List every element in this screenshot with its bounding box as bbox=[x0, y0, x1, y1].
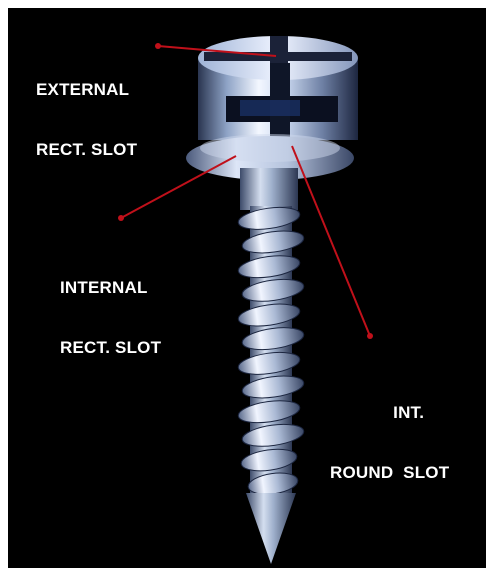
screw-threads bbox=[237, 204, 305, 497]
label-external-line1: EXTERNAL bbox=[36, 80, 137, 100]
pointer-internal bbox=[121, 156, 236, 218]
image-frame: EXTERNAL RECT. SLOT INTERNAL RECT. SLOT … bbox=[8, 8, 486, 568]
screw-tip bbox=[246, 493, 296, 564]
label-internal-rect-slot: INTERNAL RECT. SLOT bbox=[60, 238, 161, 398]
pointer-round bbox=[292, 146, 370, 336]
pointer-external-dot bbox=[155, 43, 161, 49]
label-internal-line1: INTERNAL bbox=[60, 278, 161, 298]
label-round-line1: INT. bbox=[368, 403, 449, 423]
label-round-line2: ROUND SLOT bbox=[330, 463, 449, 483]
label-external-rect-slot: EXTERNAL RECT. SLOT bbox=[36, 40, 137, 200]
flange-highlight bbox=[200, 134, 340, 162]
pointer-internal-dot bbox=[118, 215, 124, 221]
label-internal-line2: RECT. SLOT bbox=[60, 338, 161, 358]
screw-neck bbox=[240, 168, 298, 210]
label-int-round-slot: INT. ROUND SLOT bbox=[368, 363, 449, 523]
pointer-round-dot bbox=[367, 333, 373, 339]
label-external-line2: RECT. SLOT bbox=[36, 140, 137, 160]
slot-sheen bbox=[240, 100, 300, 116]
